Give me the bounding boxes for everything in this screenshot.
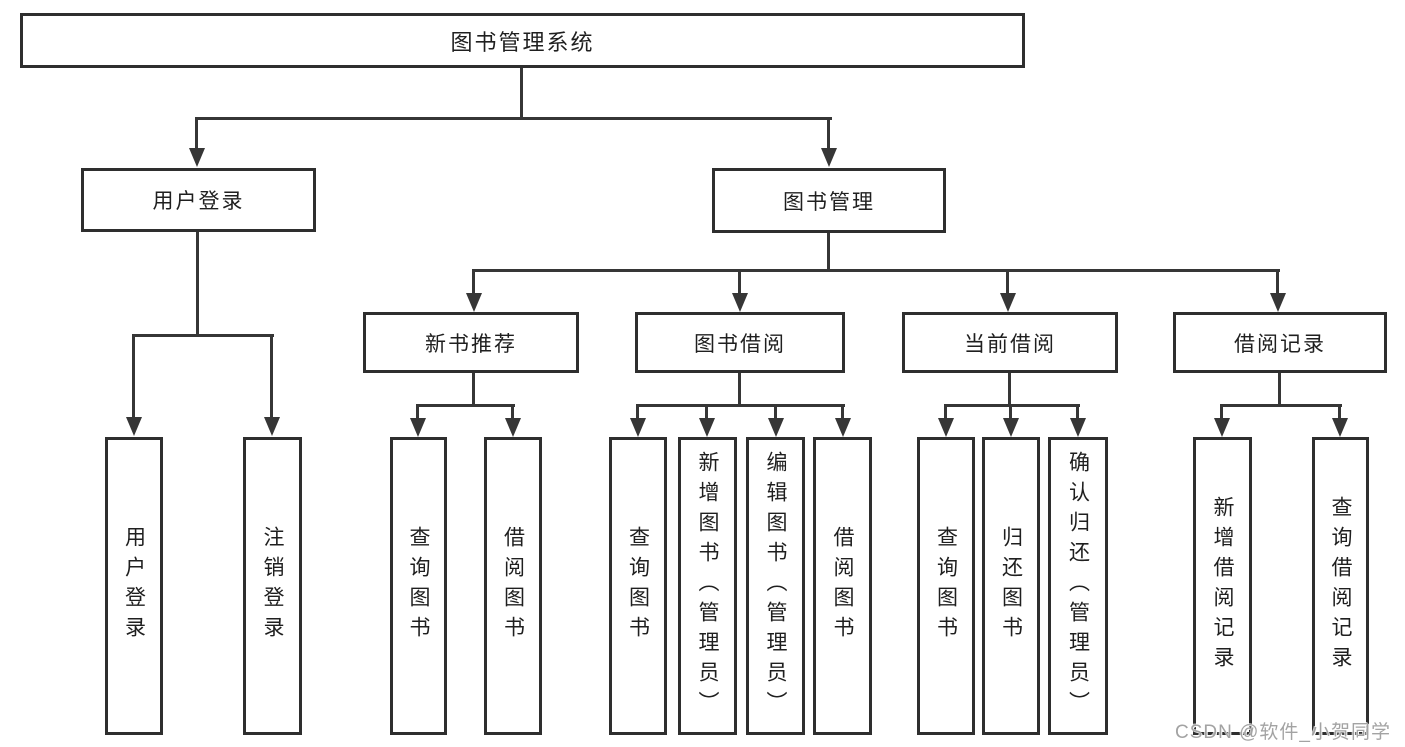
connector-line (416, 405, 419, 419)
node-library-management-system: 图书管理系统 (20, 13, 1025, 68)
leaf-borrowing-edit-books-admin: 编辑图书（管理员） (746, 437, 805, 735)
arrow-down-icon (505, 418, 521, 437)
connector-line (472, 270, 475, 294)
leaf-records-query-borrow-record: 查询借阅记录 (1312, 437, 1369, 735)
arrow-down-icon (410, 418, 426, 437)
arrow-down-icon (1070, 418, 1086, 437)
connector-line (1338, 405, 1341, 419)
leaf-borrowing-query-books: 查询图书 (609, 437, 667, 735)
connector-line (636, 404, 845, 407)
arrow-down-icon (630, 418, 646, 437)
node-label: 查询图书 (407, 526, 430, 646)
arrow-down-icon (1214, 418, 1230, 437)
arrow-down-icon (821, 148, 837, 167)
connector-line (1220, 405, 1223, 419)
arrow-down-icon (1003, 418, 1019, 437)
connector-line (520, 68, 523, 119)
arrow-down-icon (938, 418, 954, 437)
arrow-down-icon (699, 418, 715, 437)
arrow-down-icon (835, 418, 851, 437)
leaf-current-query-books: 查询图书 (917, 437, 975, 735)
connector-line (132, 334, 274, 337)
leaf-current-confirm-return-admin: 确认归还（管理员） (1048, 437, 1108, 735)
node-borrowing-records: 借阅记录 (1173, 312, 1387, 373)
leaf-records-add-borrow-record: 新增借阅记录 (1193, 437, 1252, 735)
connector-line (1009, 405, 1012, 419)
node-label: 查询借阅记录 (1329, 496, 1352, 676)
node-label: 新增借阅记录 (1211, 496, 1234, 676)
node-label: 注销登录 (261, 526, 284, 646)
leaf-newbook-query-books: 查询图书 (390, 437, 447, 735)
arrow-down-icon (1332, 418, 1348, 437)
node-current-borrowing: 当前借阅 (902, 312, 1118, 373)
connector-line (416, 404, 515, 407)
connector-line (944, 404, 1080, 407)
arrow-down-icon (768, 418, 784, 437)
node-label: 图书管理 (783, 190, 875, 214)
node-label: 编辑图书（管理员） (764, 451, 787, 721)
arrow-down-icon (466, 293, 482, 312)
node-user-login: 用户登录 (81, 168, 316, 232)
leaf-user-login: 用户登录 (105, 437, 163, 735)
connector-line (1220, 404, 1342, 407)
node-label: 新书推荐 (425, 332, 517, 356)
connector-line (841, 405, 844, 419)
connector-line (1006, 270, 1009, 294)
connector-line (472, 373, 475, 406)
node-label: 用户登录 (152, 190, 245, 213)
node-label: 图书管理系统 (450, 29, 595, 55)
node-label: 当前借阅 (964, 332, 1056, 356)
arrow-down-icon (1270, 293, 1286, 312)
connector-line (705, 405, 708, 419)
node-label: 确认归还（管理员） (1066, 451, 1090, 721)
connector-line (196, 232, 199, 335)
connector-line (196, 117, 832, 120)
arrow-down-icon (189, 148, 205, 167)
node-label: 归还图书 (999, 526, 1023, 646)
connector-line (944, 405, 947, 419)
arrow-down-icon (264, 417, 280, 436)
connector-line (195, 117, 198, 149)
node-label: 查询图书 (626, 526, 650, 646)
node-book-management: 图书管理 (712, 168, 946, 233)
connector-line (472, 269, 1280, 272)
connector-line (132, 335, 135, 417)
connector-line (774, 405, 777, 419)
node-label: 借阅图书 (501, 526, 525, 646)
leaf-borrowing-borrow-books: 借阅图书 (813, 437, 872, 735)
node-label: 查询图书 (934, 526, 958, 646)
csdn-watermark: CSDN @软件_小贺同学 (1175, 722, 1391, 743)
node-book-borrowing: 图书借阅 (635, 312, 845, 373)
node-label: 新增图书（管理员） (696, 451, 719, 721)
connector-line (827, 233, 830, 270)
connector-line (827, 117, 830, 149)
leaf-current-return-books: 归还图书 (982, 437, 1040, 735)
node-label: 图书借阅 (694, 332, 786, 356)
node-label: 借阅图书 (831, 526, 854, 646)
connector-line (636, 405, 639, 419)
leaf-newbook-borrow-books: 借阅图书 (484, 437, 542, 735)
connector-line (270, 335, 273, 417)
arrow-down-icon (732, 293, 748, 312)
connector-line (1076, 405, 1079, 419)
arrow-down-icon (126, 417, 142, 436)
arrow-down-icon (1000, 293, 1016, 312)
connector-line (1276, 270, 1279, 294)
leaf-borrowing-add-books-admin: 新增图书（管理员） (678, 437, 737, 735)
node-new-book-recommend: 新书推荐 (363, 312, 579, 373)
node-label: 用户登录 (122, 526, 146, 646)
connector-line (738, 270, 741, 294)
connector-line (738, 373, 741, 406)
connector-line (511, 405, 514, 419)
leaf-logout: 注销登录 (243, 437, 302, 735)
node-label: 借阅记录 (1234, 332, 1326, 356)
connector-line (1008, 373, 1011, 406)
connector-line (1278, 373, 1281, 406)
